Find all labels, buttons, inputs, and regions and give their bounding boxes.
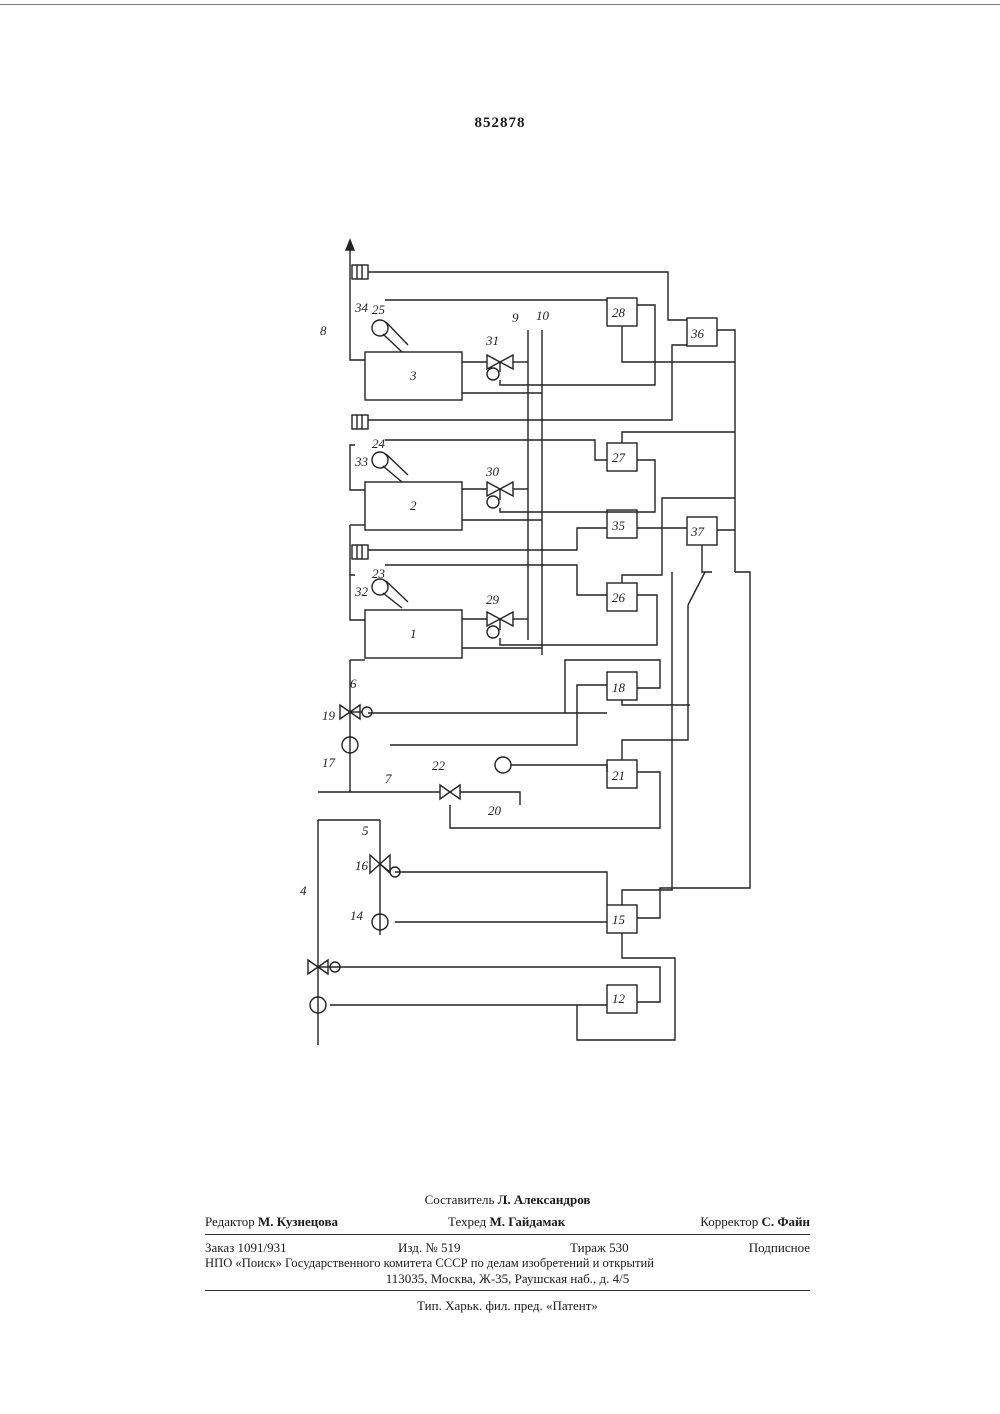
unit-3: 3 (365, 352, 462, 400)
label-15: 15 (612, 912, 626, 927)
label-32: 32 (354, 584, 369, 599)
compiler-line: Составитель Л. Александров (205, 1192, 810, 1208)
corrector-label: Корректор (700, 1214, 758, 1229)
printer-line: Тип. Харьк. фил. пред. «Патент» (205, 1298, 810, 1314)
edition-number: Изд. № 519 (398, 1240, 461, 1256)
label-30: 30 (485, 464, 500, 479)
label-7: 7 (385, 771, 392, 786)
main-pipeline (318, 660, 440, 1045)
unit-2: 2 (365, 482, 462, 530)
editor: Редактор М. Кузнецова (205, 1214, 338, 1230)
label-19: 19 (322, 708, 336, 723)
compiler-label: Составитель (425, 1192, 495, 1207)
label-29: 29 (486, 592, 500, 607)
reference-numerals: 8 9 10 6 7 5 4 12 14 15 16 17 18 19 20 2… (300, 300, 705, 1006)
unit-1: 1 (365, 610, 462, 658)
label-34: 34 (354, 300, 369, 315)
corrector: Корректор С. Файн (700, 1214, 810, 1230)
compiler-name: Л. Александров (498, 1192, 591, 1207)
imprint-divider-bottom (205, 1290, 810, 1291)
label-20: 20 (488, 803, 502, 818)
unit-3-label: 3 (409, 368, 417, 383)
label-16: 16 (355, 858, 369, 873)
label-25: 25 (372, 302, 386, 317)
label-23: 23 (372, 566, 386, 581)
order-number: Заказ 1091/931 (205, 1240, 287, 1256)
imprint-divider-top (205, 1234, 810, 1235)
unit-2-label: 2 (410, 498, 417, 513)
interunit-pipes (346, 240, 365, 620)
label-17: 17 (322, 755, 336, 770)
label-35: 35 (611, 518, 626, 533)
label-12: 12 (612, 991, 626, 1006)
label-14: 14 (350, 908, 364, 923)
techred-name: М. Гайдамак (490, 1214, 566, 1229)
label-8: 8 (320, 323, 327, 338)
label-10: 10 (536, 308, 550, 323)
label-6: 6 (350, 676, 357, 691)
circulation: Тираж 530 (570, 1240, 629, 1256)
address-line: 113035, Москва, Ж-35, Раушская наб., д. … (205, 1271, 810, 1287)
label-9: 9 (512, 310, 519, 325)
label-37: 37 (690, 524, 705, 539)
label-4: 4 (300, 883, 307, 898)
label-33: 33 (354, 454, 369, 469)
label-27: 27 (612, 450, 626, 465)
editor-name: М. Кузнецова (258, 1214, 338, 1229)
editor-label: Редактор (205, 1214, 255, 1229)
label-28: 28 (612, 305, 626, 320)
label-36: 36 (690, 326, 705, 341)
label-21: 21 (612, 768, 625, 783)
subscription: Подписное (749, 1240, 810, 1256)
corrector-name: С. Файн (761, 1214, 810, 1229)
label-24: 24 (372, 436, 386, 451)
label-26: 26 (612, 590, 626, 605)
label-5: 5 (362, 823, 369, 838)
label-18: 18 (612, 680, 626, 695)
headers-9-10 (462, 330, 542, 655)
label-31: 31 (485, 333, 499, 348)
controllers (607, 298, 717, 1013)
techred: Техред М. Гайдамак (448, 1214, 565, 1230)
unit-1-label: 1 (410, 626, 417, 641)
label-22: 22 (432, 758, 446, 773)
org-line: НПО «Поиск» Государственного комитета СС… (205, 1256, 810, 1271)
techred-label: Техред (448, 1214, 486, 1229)
